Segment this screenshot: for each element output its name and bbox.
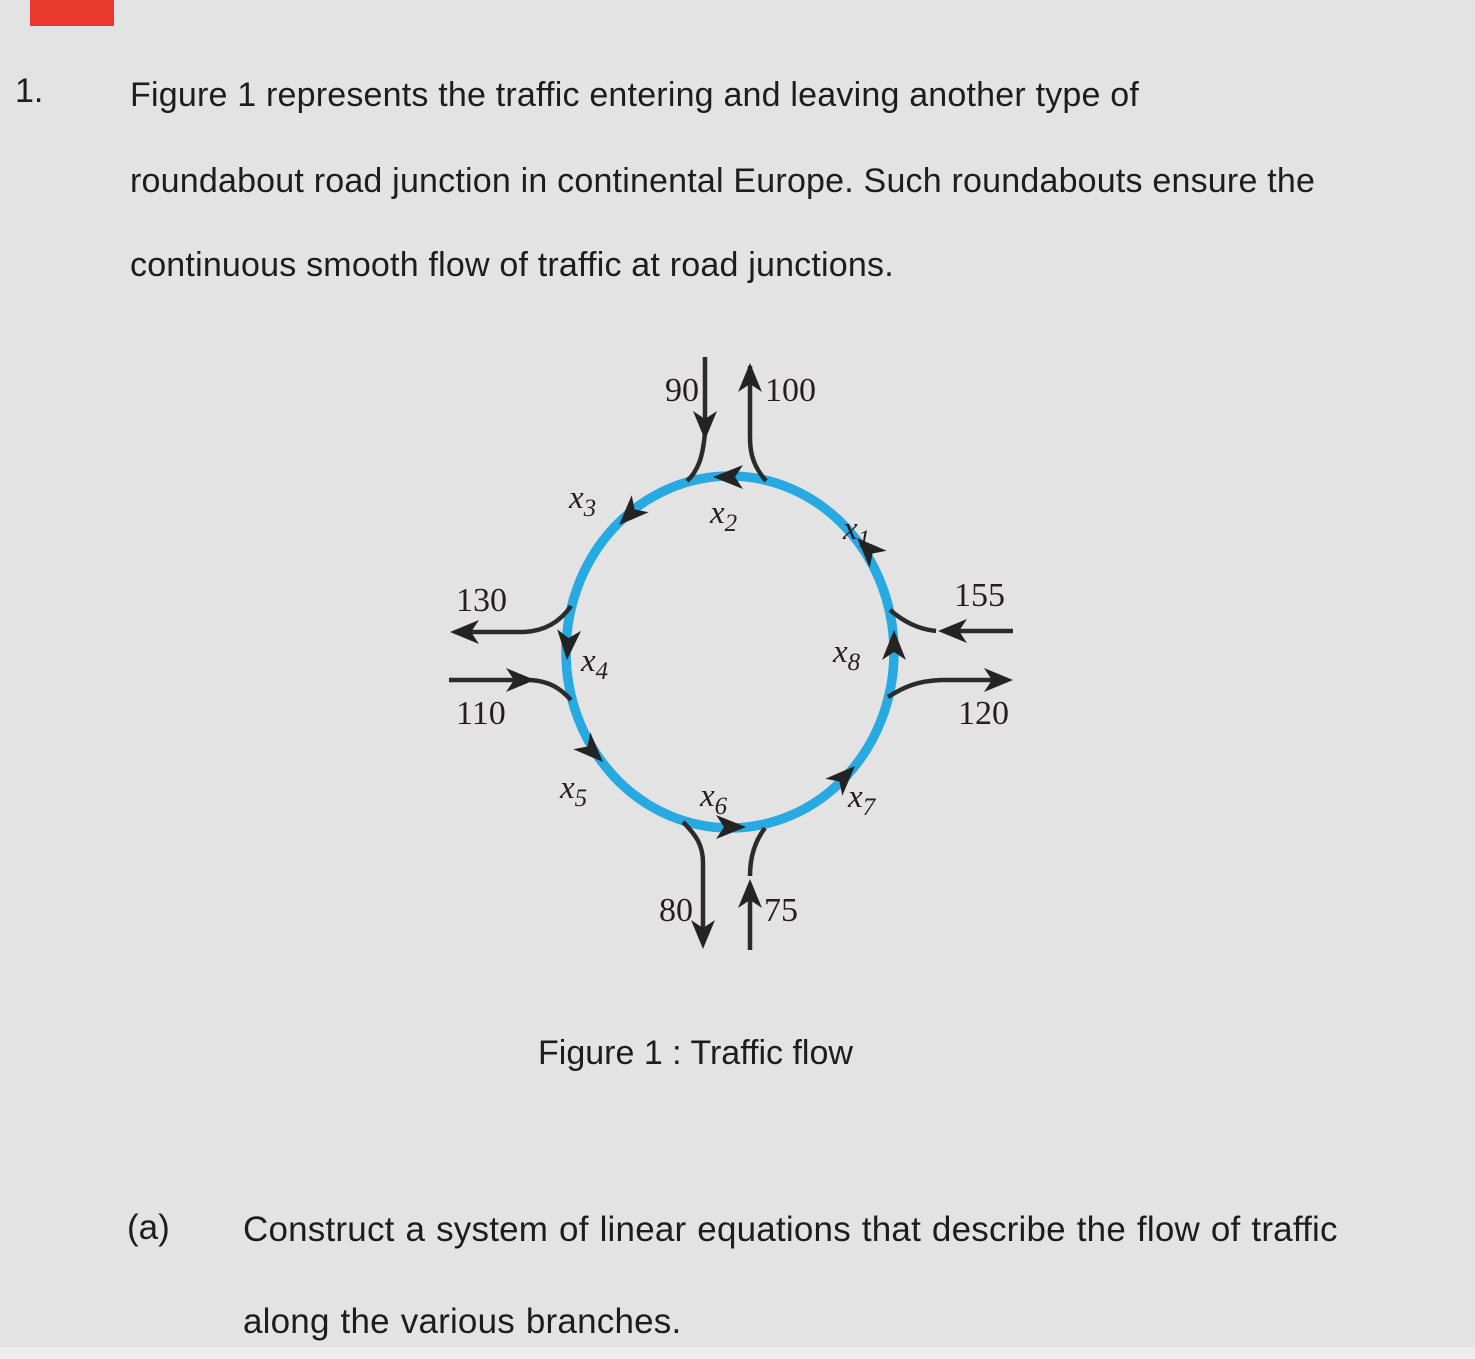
road-left-incoming-110 (449, 668, 573, 702)
flow-label-75: 75 (764, 892, 798, 929)
arrowhead-110-right-icon (506, 668, 535, 692)
flow-label-120: 120 (958, 695, 1009, 732)
arrowhead-x3-icon (619, 495, 649, 525)
figure-caption: Figure 1 : Traffic flow (538, 1034, 853, 1072)
problem-text-line-1: Figure 1 represents the traffic entering… (130, 76, 1140, 114)
flow-label-90: 90 (665, 372, 699, 409)
question-text-line-2: along the various branches. (243, 1302, 682, 1341)
flow-label-100: 100 (765, 372, 816, 409)
problem-text-line-3: continuous smooth flow of traffic at roa… (130, 246, 894, 284)
question-text-line-1: Construct a system of linear equations t… (243, 1210, 1338, 1249)
road-left-outgoing-130 (450, 604, 573, 644)
road-top-incoming-90 (685, 357, 717, 483)
arrowhead-x2-icon (713, 465, 743, 489)
branch-label-x2: x2 (709, 495, 737, 537)
arrowhead-x5-icon (573, 732, 603, 762)
arrowhead-x4-icon (557, 629, 582, 660)
page-bottom-edge (0, 1347, 1475, 1359)
road-right-incoming-155 (888, 608, 1013, 643)
arrowhead-x7-icon (825, 766, 855, 796)
problem-number: 1. (15, 72, 44, 110)
question-part-label: (a) (127, 1208, 170, 1247)
arrowhead-120-right-icon (984, 668, 1013, 692)
branch-label-x3: x3 (568, 480, 596, 522)
road-top-outgoing-100 (738, 363, 768, 483)
red-redaction-mark (30, 0, 114, 26)
branch-label-x5: x5 (559, 770, 587, 812)
road-bottom-incoming-75 (738, 826, 767, 950)
arrowhead-x8-icon (882, 630, 906, 660)
problem-text-line-2: roundabout road junction in continental … (130, 162, 1316, 200)
road-bottom-outgoing-80 (681, 820, 715, 949)
traffic-flow-diagram: 90 100 130 110 155 120 80 75 x1 x2 x3 x4… (449, 357, 1013, 950)
arrowhead-100-up-icon (738, 363, 762, 392)
flow-label-130: 130 (456, 582, 507, 619)
arrowhead-155-left-icon (938, 619, 967, 643)
flow-label-110: 110 (456, 695, 506, 732)
arrowhead-90-down-icon (693, 411, 717, 440)
branch-label-x8: x8 (832, 634, 861, 676)
branch-label-x6: x6 (699, 778, 728, 820)
arrowhead-75-up-icon (738, 879, 762, 908)
arrowhead-x6-icon (716, 815, 746, 839)
arrowhead-x1-icon (857, 538, 887, 568)
flow-label-80: 80 (659, 892, 693, 929)
road-right-outgoing-120 (886, 668, 1013, 699)
arrowhead-130-left-icon (450, 620, 479, 644)
branch-label-x7: x7 (847, 779, 877, 821)
branch-label-x1: x1 (842, 511, 870, 553)
branch-label-x4: x4 (580, 643, 608, 685)
flow-label-155: 155 (954, 577, 1005, 614)
arrowhead-80-down-icon (691, 920, 715, 949)
